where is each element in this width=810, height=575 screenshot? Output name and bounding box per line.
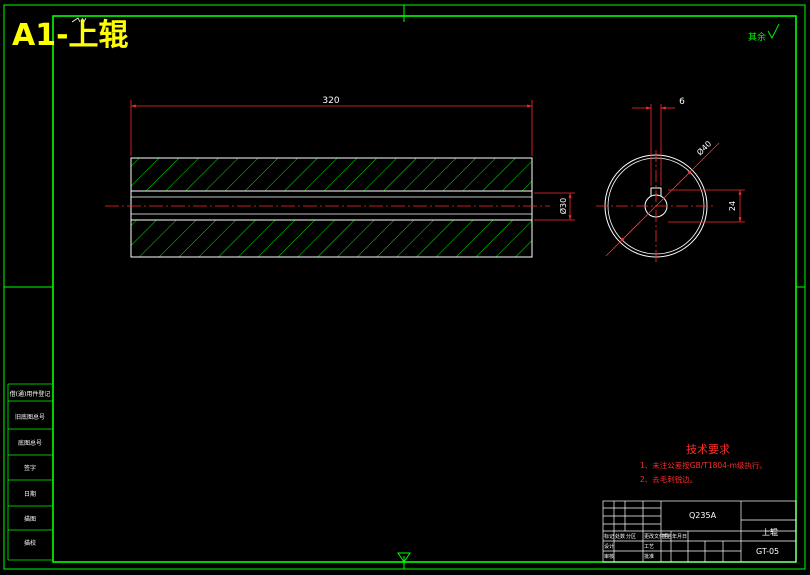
title-block-label: 审核 (604, 554, 615, 560)
diameter-dimension (534, 192, 575, 221)
side-panel-grid (7, 383, 53, 561)
title-block-material: Q235A (689, 511, 717, 520)
title-block-label: 设计 (604, 544, 615, 550)
title-block-label: 标记 (604, 534, 615, 540)
title-block-label: 更改文件号 (644, 534, 670, 540)
title-block-label: 批准 (644, 554, 655, 560)
title-block-label: 分区 (626, 534, 637, 540)
title-block-label: 工艺 (644, 544, 655, 550)
title-block-label: 处数 (615, 534, 626, 540)
length-dimension (130, 100, 533, 156)
roller-front-view (105, 157, 550, 258)
tech-requirement-line: 2、去毛刺锐边。 (640, 475, 698, 484)
tech-requirements-title: 技术要求 (686, 443, 730, 456)
sheet-title: A1-上辊 (12, 18, 129, 53)
surface-finish-icon (767, 23, 780, 39)
title-block-drawing-number: GT-05 (756, 547, 780, 556)
side-label-borrowed-register: 借(通)用件登记 (9, 391, 51, 398)
side-label-signature: 签字 (23, 465, 36, 472)
side-label-tracing-check: 描校 (23, 540, 36, 547)
key-depth-label: 24 (728, 201, 737, 211)
outer-circle-label: Ø40 (695, 139, 714, 158)
tech-requirement-line: 1、未注公差按GB/T1804-m级执行。 (640, 461, 767, 470)
title-block-label: 签名 (662, 534, 673, 540)
drawing-frame (3, 4, 806, 570)
side-label-tracing: 描图 (23, 516, 36, 523)
side-label-base-number: 底图总号 (17, 440, 42, 447)
keyway-width-label: 6 (679, 97, 685, 107)
side-label-date: 日期 (23, 491, 36, 498)
surface-finish-note: 其余 (748, 33, 767, 43)
length-dimension-label: 320 (322, 96, 339, 106)
diameter-dimension-label: Ø30 (558, 198, 568, 214)
title-block-label: 年月日 (672, 534, 688, 540)
roller-end-view (596, 104, 745, 262)
title-block-grid (602, 500, 797, 563)
title-block-part-name: 上辊 (762, 528, 778, 537)
side-label-old-base-number: 旧底图总号 (14, 414, 45, 421)
